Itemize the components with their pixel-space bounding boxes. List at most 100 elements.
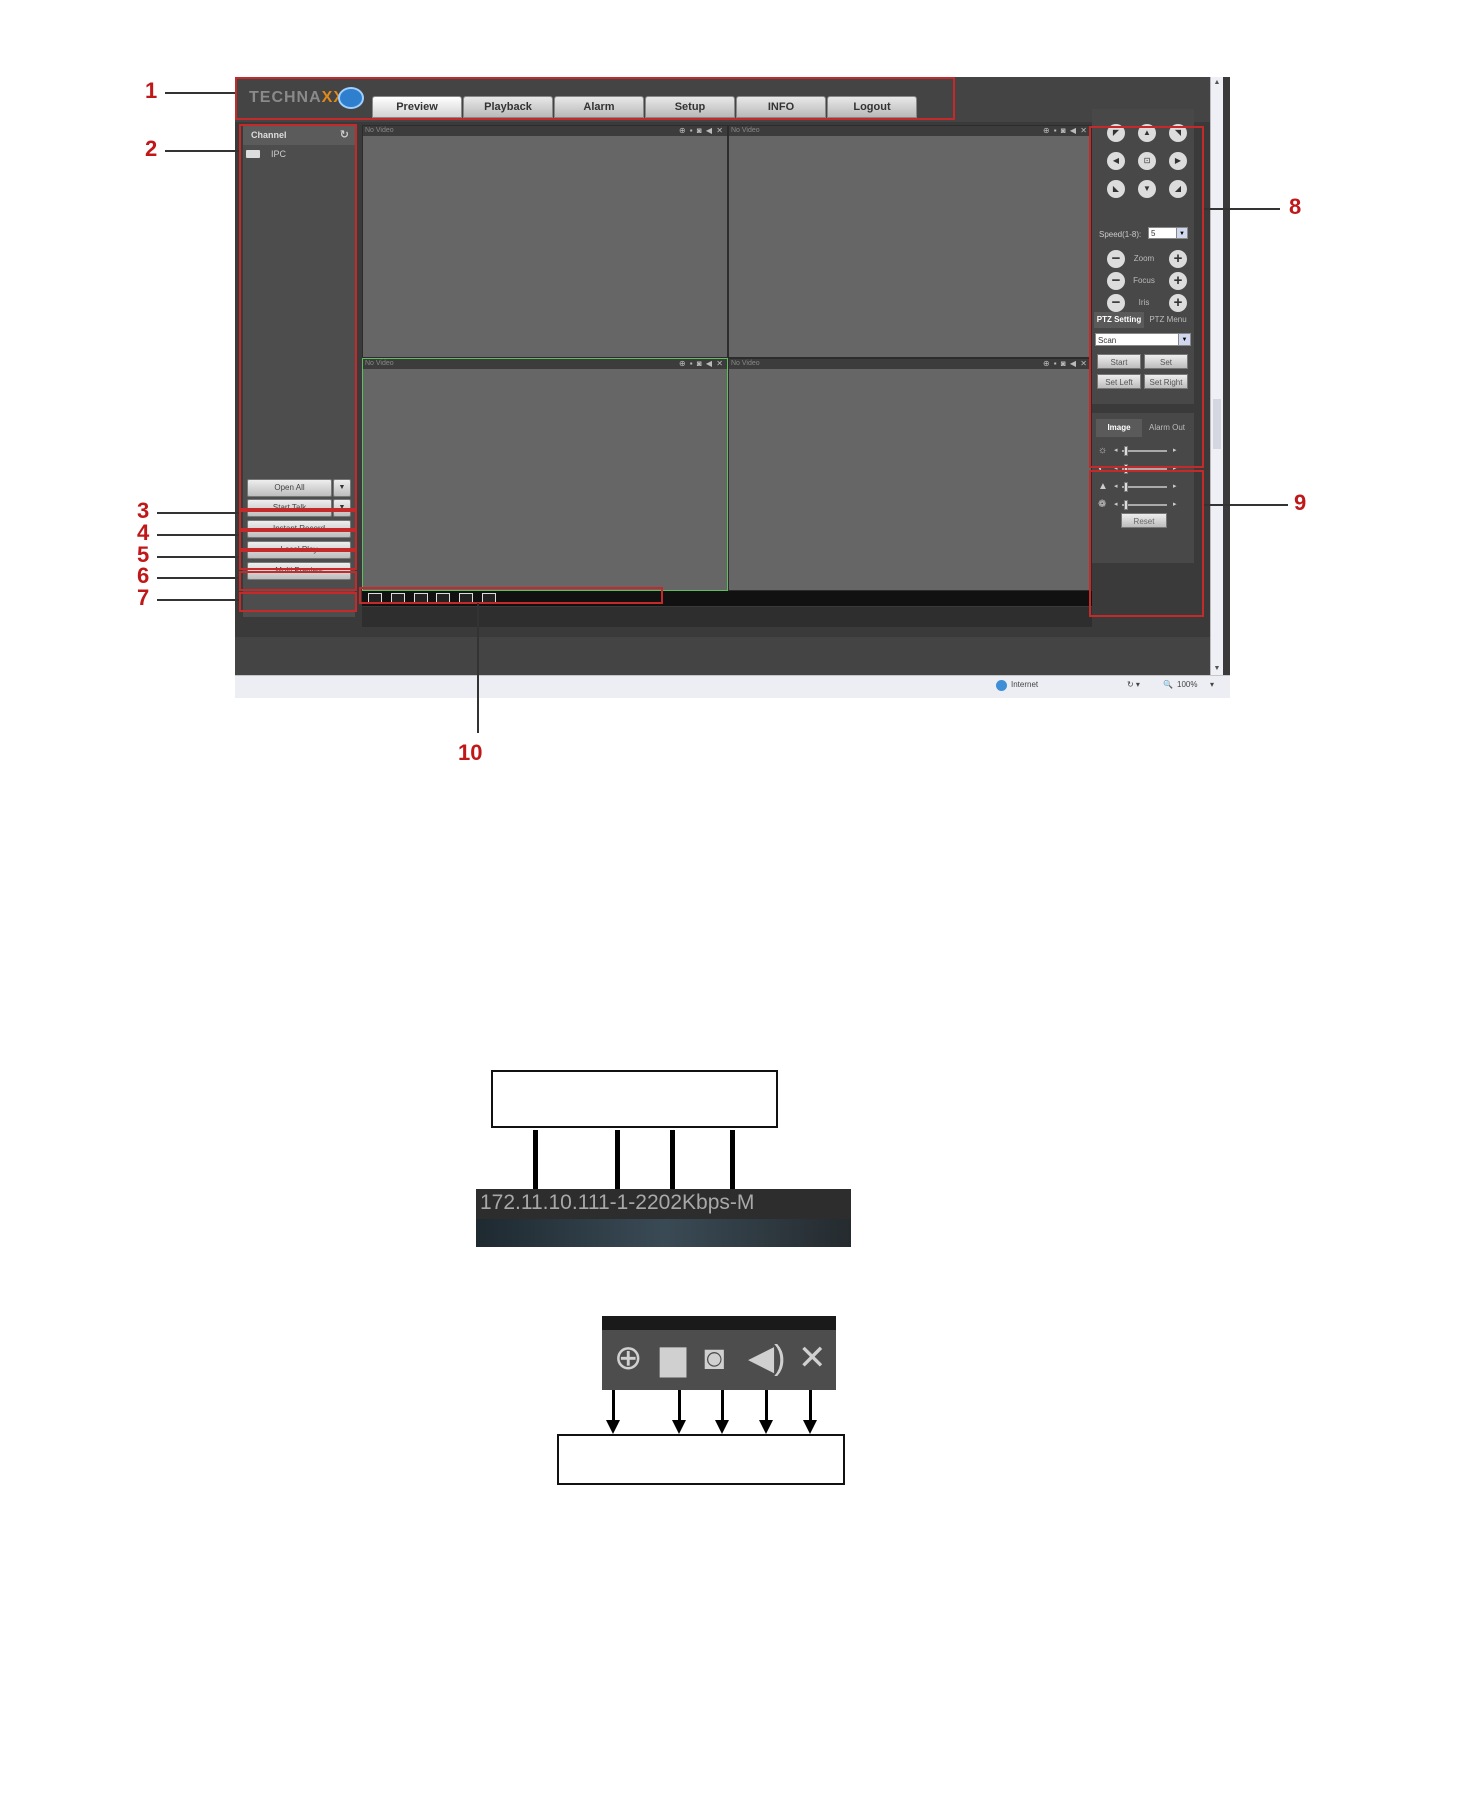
tab-playback[interactable]: Playback <box>463 96 553 118</box>
tab-image[interactable]: Image <box>1096 419 1142 437</box>
close-video-icon[interactable]: ✕ <box>798 1339 827 1377</box>
callout-line-2 <box>165 150 239 152</box>
callout-box-6 <box>239 571 357 591</box>
slider-right-arrow-icon[interactable]: ▸ <box>1173 483 1177 490</box>
open-all-dropdown-icon[interactable]: ▼ <box>333 479 351 497</box>
video-window-icons[interactable]: ⊕ ▪ ◙ ◀ ✕ <box>678 126 724 135</box>
speed-dropdown-icon[interactable]: ▼ <box>1176 227 1188 239</box>
zoom-label: Zoom <box>1133 254 1155 263</box>
tab-preview[interactable]: Preview <box>372 96 462 118</box>
slider-right-arrow-icon[interactable]: ▸ <box>1173 501 1177 508</box>
arrowhead-snapshot <box>715 1420 729 1434</box>
saturation-slider[interactable]: ▲ ◂ ▸ <box>1096 481 1192 493</box>
zoom-dropdown-icon[interactable]: ▾ <box>1210 680 1215 689</box>
audio-icon[interactable]: ◀) <box>748 1339 786 1377</box>
callout-number-8: 8 <box>1289 194 1302 219</box>
refresh-icon[interactable]: ↻ <box>339 129 349 141</box>
tab-alarm[interactable]: Alarm <box>554 96 644 118</box>
channel-header-label: Channel <box>251 130 287 140</box>
callout-number-7: 7 <box>137 585 150 610</box>
toolbar-icons-label-box <box>557 1434 845 1485</box>
protected-mode-icon[interactable]: ↻ ▾ <box>1127 680 1140 689</box>
zoom-plus-button[interactable]: + <box>1169 250 1187 268</box>
video-preview-strip <box>476 1219 851 1247</box>
toolbar-top-strip <box>602 1316 836 1330</box>
slider-track[interactable] <box>1122 450 1167 452</box>
ptz-up-right-icon[interactable]: ◥ <box>1169 124 1187 142</box>
iris-minus-button[interactable]: − <box>1107 294 1125 312</box>
slider-right-arrow-icon[interactable]: ▸ <box>1173 447 1177 454</box>
ptz-down-left-icon[interactable]: ◣ <box>1107 180 1125 198</box>
slider-thumb[interactable] <box>1124 464 1129 474</box>
slider-track[interactable] <box>1122 468 1167 470</box>
camera-icon <box>246 150 260 158</box>
vertical-scrollbar[interactable]: ▲ ▼ <box>1210 77 1223 675</box>
ptz-right-icon[interactable]: ▶ <box>1169 152 1187 170</box>
tab-logout[interactable]: Logout <box>827 96 917 118</box>
ptz-left-icon[interactable]: ◀ <box>1107 152 1125 170</box>
focus-minus-button[interactable]: − <box>1107 272 1125 290</box>
ptz-up-left-icon[interactable]: ◤ <box>1107 124 1125 142</box>
video-window-3-selected[interactable]: No Video ⊕ ▪ ◙ ◀ ✕ <box>362 358 728 591</box>
brightness-icon: ☼ <box>1098 445 1108 456</box>
snapshot-icon[interactable]: ◙ <box>704 1339 725 1377</box>
set-left-button[interactable]: Set Left <box>1097 374 1141 389</box>
video-window-4[interactable]: No Video⊕ ▪ ◙ ◀ ✕ <box>728 358 1092 591</box>
ptz-down-icon[interactable]: ▼ <box>1138 180 1156 198</box>
tab-ptz-menu[interactable]: PTZ Menu <box>1149 315 1187 324</box>
pointer-arrow-audio <box>765 1390 768 1422</box>
slider-left-arrow-icon[interactable]: ◂ <box>1114 447 1118 454</box>
set-right-button[interactable]: Set Right <box>1144 374 1188 389</box>
tab-info[interactable]: INFO <box>736 96 826 118</box>
ptz-mode-dropdown-icon[interactable]: ▼ <box>1178 333 1191 346</box>
video-window-icons[interactable]: ⊕ ▪ ◙ ◀ ✕ <box>1042 359 1088 368</box>
video-window-2[interactable]: No Video⊕ ▪ ◙ ◀ ✕ <box>728 125 1092 358</box>
slider-left-arrow-icon[interactable]: ◂ <box>1114 483 1118 490</box>
contrast-slider[interactable]: ◐ ◂ ▸ <box>1096 463 1192 475</box>
brightness-slider[interactable]: ☼ ◂ ▸ <box>1096 445 1192 457</box>
slider-track[interactable] <box>1122 504 1167 506</box>
hue-slider[interactable]: ❁ ◂ ▸ <box>1096 499 1192 511</box>
video-title: No Video <box>365 360 394 367</box>
video-window-icons[interactable]: ⊕ ▪ ◙ ◀ ✕ <box>1042 126 1088 135</box>
iris-plus-button[interactable]: + <box>1169 294 1187 312</box>
video-window-icons[interactable]: ⊕ ▪ ◙ ◀ ✕ <box>678 359 724 368</box>
zoom-level[interactable]: 100% <box>1177 680 1198 689</box>
top-navigation-bar: TECHNAXX Preview Playback Alarm Setup IN… <box>235 77 1210 122</box>
internet-zone-icon <box>996 680 1007 691</box>
slider-thumb[interactable] <box>1124 482 1129 492</box>
focus-label: Focus <box>1133 276 1155 285</box>
zoom-icon: 🔍 <box>1163 680 1173 689</box>
saturation-icon: ▲ <box>1098 481 1108 492</box>
callout-box-2 <box>239 124 357 510</box>
slider-left-arrow-icon[interactable]: ◂ <box>1114 465 1118 472</box>
scroll-down-icon[interactable]: ▼ <box>1213 665 1221 672</box>
tab-setup[interactable]: Setup <box>645 96 735 118</box>
zoom-minus-button[interactable]: − <box>1107 250 1125 268</box>
scroll-thumb[interactable] <box>1213 399 1221 449</box>
channel-item-ipc[interactable]: IPC <box>243 147 355 161</box>
reset-button[interactable]: Reset <box>1121 513 1167 528</box>
tab-alarm-out[interactable]: Alarm Out <box>1148 423 1185 432</box>
ptz-up-icon[interactable]: ▲ <box>1138 124 1156 142</box>
scroll-up-icon[interactable]: ▲ <box>1213 79 1221 86</box>
ptz-3d-locate-icon[interactable]: ⊡ <box>1138 152 1156 170</box>
slider-track[interactable] <box>1122 486 1167 488</box>
digital-zoom-icon[interactable]: ⊕ <box>614 1339 643 1377</box>
scan-start-button[interactable]: Start <box>1097 354 1141 369</box>
scan-set-button[interactable]: Set <box>1144 354 1188 369</box>
focus-plus-button[interactable]: + <box>1169 272 1187 290</box>
slider-thumb[interactable] <box>1124 446 1129 456</box>
slider-right-arrow-icon[interactable]: ▸ <box>1173 465 1177 472</box>
callout-box-10 <box>359 587 663 604</box>
video-window-1[interactable]: No Video⊕ ▪ ◙ ◀ ✕ <box>362 125 728 358</box>
tab-ptz-setting[interactable]: PTZ Setting <box>1094 312 1144 328</box>
slider-thumb[interactable] <box>1124 500 1129 510</box>
ptz-down-right-icon[interactable]: ◢ <box>1169 180 1187 198</box>
pointer-arrow-record <box>678 1390 681 1422</box>
local-record-icon[interactable]: ▆ <box>660 1339 687 1377</box>
slider-left-arrow-icon[interactable]: ◂ <box>1114 501 1118 508</box>
pointer-arrow-zoom <box>612 1390 615 1422</box>
callout-line-6 <box>157 577 239 579</box>
open-all-button[interactable]: Open All <box>247 479 332 497</box>
